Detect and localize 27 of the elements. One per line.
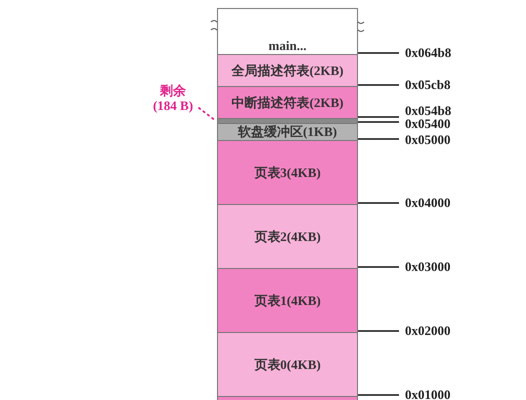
memory-region bbox=[217, 140, 358, 205]
region-label: main... bbox=[268, 38, 306, 54]
memory-region bbox=[217, 8, 358, 55]
address-label: 0x064b8 bbox=[405, 46, 452, 60]
memory-region bbox=[217, 54, 358, 87]
address-label: 0x03000 bbox=[405, 260, 450, 274]
region-label: 页表1(4KB) bbox=[254, 292, 321, 310]
leader-line bbox=[198, 107, 217, 122]
memory-region bbox=[217, 268, 358, 333]
memory-region bbox=[217, 332, 358, 397]
address-label: 0x05cb8 bbox=[405, 78, 450, 92]
region-label: 页表0(4KB) bbox=[254, 356, 321, 374]
address-label: 0x05400 bbox=[405, 117, 450, 131]
region-label: 页表3(4KB) bbox=[254, 164, 321, 182]
address-label: 0x05000 bbox=[405, 133, 450, 147]
memory-region bbox=[217, 204, 358, 269]
address-label: 0x04000 bbox=[405, 196, 450, 210]
region-label: 中断描述符表(2KB) bbox=[232, 94, 344, 112]
address-label: 0x054b8 bbox=[405, 104, 452, 118]
address-label: 0x02000 bbox=[405, 324, 450, 338]
memory-region bbox=[217, 86, 358, 119]
region-label: 页表2(4KB) bbox=[254, 228, 321, 246]
memory-region bbox=[217, 123, 358, 141]
region-label: 全局描述符表(2KB) bbox=[232, 62, 344, 80]
region-label: 软盘缓冲区(1KB) bbox=[238, 123, 337, 141]
address-label: 0x01000 bbox=[405, 388, 450, 400]
note-text: 剩余 (184 B) bbox=[152, 83, 194, 113]
